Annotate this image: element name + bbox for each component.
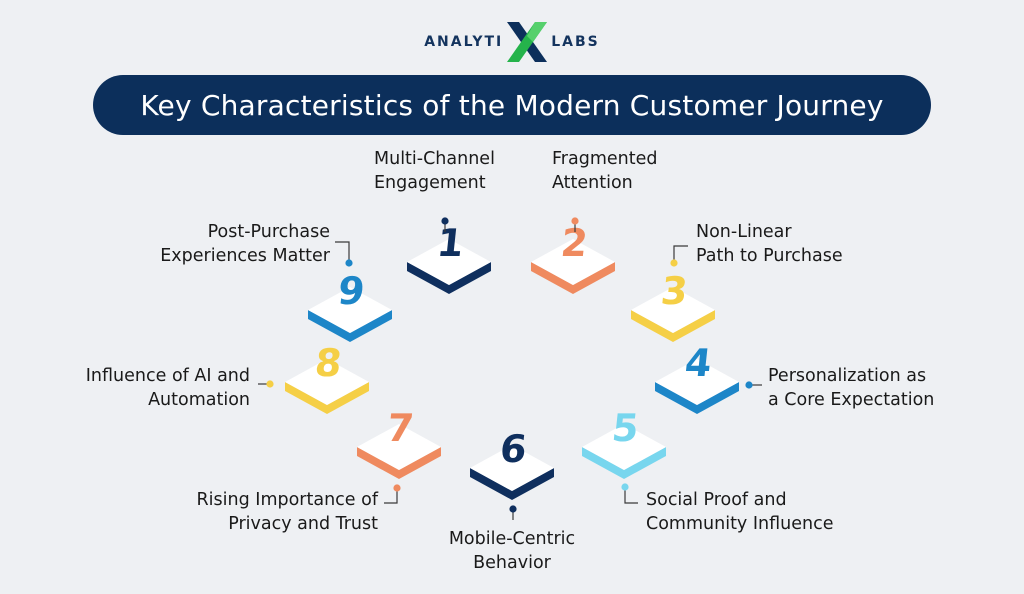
connector-dot-4 xyxy=(745,381,753,389)
tile-5-top xyxy=(582,424,666,470)
connector-9 xyxy=(335,241,350,263)
tile-6-top xyxy=(470,445,554,491)
label-item-3-line1: Non-Linear xyxy=(696,222,792,242)
x-logo-icon xyxy=(505,22,549,62)
label-item-8: Influence of AI and Automation xyxy=(86,364,250,412)
label-item-2-line1: Fragmented xyxy=(552,149,658,169)
tile-9-base xyxy=(308,310,392,342)
label-item-8-line2: Automation xyxy=(148,390,250,410)
tile-5: 5 xyxy=(582,406,666,504)
label-item-7-line2: Privacy and Trust xyxy=(228,514,378,534)
tile-2: 2 xyxy=(531,217,615,294)
logo-text-right: LABS xyxy=(551,34,600,50)
title-banner: Key Characteristics of the Modern Custom… xyxy=(93,75,931,135)
tile-3-top xyxy=(631,287,715,333)
label-item-4: Personalization as a Core Expectation xyxy=(768,364,934,412)
label-item-5-line1: Social Proof and xyxy=(646,490,787,510)
label-item-1: Multi-Channel Engagement xyxy=(374,147,495,195)
tile-1: 1 xyxy=(407,217,491,294)
label-item-3-line2: Path to Purchase xyxy=(696,246,843,266)
tile-8-base xyxy=(285,382,369,414)
connector-7 xyxy=(384,488,398,504)
connector-dot-3 xyxy=(670,259,678,267)
connector-dot-6 xyxy=(509,505,517,513)
tile-5-base xyxy=(582,447,666,479)
label-item-6-line1: Mobile-Centric xyxy=(448,529,576,549)
tile-7-base xyxy=(357,447,441,479)
label-item-7-line1: Rising Importance of xyxy=(196,490,378,510)
label-item-3: Non-Linear Path to Purchase xyxy=(696,220,843,268)
connector-dot-9 xyxy=(345,259,353,267)
label-item-4-line2: a Core Expectation xyxy=(768,390,935,410)
brand-logo: ANALYTI LABS xyxy=(0,22,1024,62)
tile-3-base xyxy=(631,310,715,342)
tile-9: 9 xyxy=(308,241,392,342)
tile-5-number: 5 xyxy=(610,406,641,450)
tile-6-number: 6 xyxy=(498,427,529,471)
tile-8: 8 xyxy=(258,341,369,414)
tile-1-base xyxy=(407,262,491,294)
tile-9-number: 9 xyxy=(336,269,367,313)
tile-3: 3 xyxy=(631,245,715,342)
tile-6: 6 xyxy=(470,427,554,520)
tile-8-top xyxy=(285,359,369,405)
label-item-2: Fragmented Attention xyxy=(552,147,657,195)
tile-4: 4 xyxy=(655,341,762,414)
tile-6-base xyxy=(470,468,554,500)
label-item-6: Mobile-Centric Behavior xyxy=(412,527,612,575)
tile-1-top xyxy=(407,239,491,285)
tile-4-top xyxy=(655,359,739,405)
tile-7-number: 7 xyxy=(385,406,416,450)
tile-2-top xyxy=(531,239,615,285)
tile-3-number: 3 xyxy=(659,269,690,313)
tile-7-top xyxy=(357,424,441,470)
connector-dot-1 xyxy=(441,217,449,225)
label-item-5-line2: Community Influence xyxy=(646,514,834,534)
connector-3 xyxy=(673,245,688,263)
label-item-9-line1: Post-Purchase xyxy=(207,222,330,242)
label-item-9-line2: Experiences Matter xyxy=(160,246,330,266)
tile-4-number: 4 xyxy=(683,341,714,385)
tile-2-base xyxy=(531,262,615,294)
tile-7: 7 xyxy=(357,406,441,504)
tile-4-base xyxy=(655,382,739,414)
connector-5 xyxy=(624,487,638,504)
label-item-1-line1: Multi-Channel xyxy=(374,149,495,169)
connector-dot-7 xyxy=(393,484,401,492)
label-item-5: Social Proof and Community Influence xyxy=(646,488,833,536)
label-item-7: Rising Importance of Privacy and Trust xyxy=(197,488,378,536)
tile-2-number: 2 xyxy=(559,221,590,265)
connector-dot-5 xyxy=(621,483,629,491)
label-item-9: Post-Purchase Experiences Matter xyxy=(160,220,330,268)
logo-text-left: ANALYTI xyxy=(424,34,504,50)
tile-1-number: 1 xyxy=(435,221,466,265)
tile-9-top xyxy=(308,287,392,333)
connector-dot-2 xyxy=(571,217,579,225)
label-item-6-line2: Behavior xyxy=(473,553,551,573)
connector-dot-8 xyxy=(266,380,274,388)
label-item-4-line1: Personalization as xyxy=(768,366,927,386)
page-title: Key Characteristics of the Modern Custom… xyxy=(140,88,884,122)
label-item-8-line1: Influence of AI and xyxy=(85,366,250,386)
label-item-1-line2: Engagement xyxy=(374,173,486,193)
tile-8-number: 8 xyxy=(313,341,344,385)
label-item-2-line2: Attention xyxy=(552,173,633,193)
